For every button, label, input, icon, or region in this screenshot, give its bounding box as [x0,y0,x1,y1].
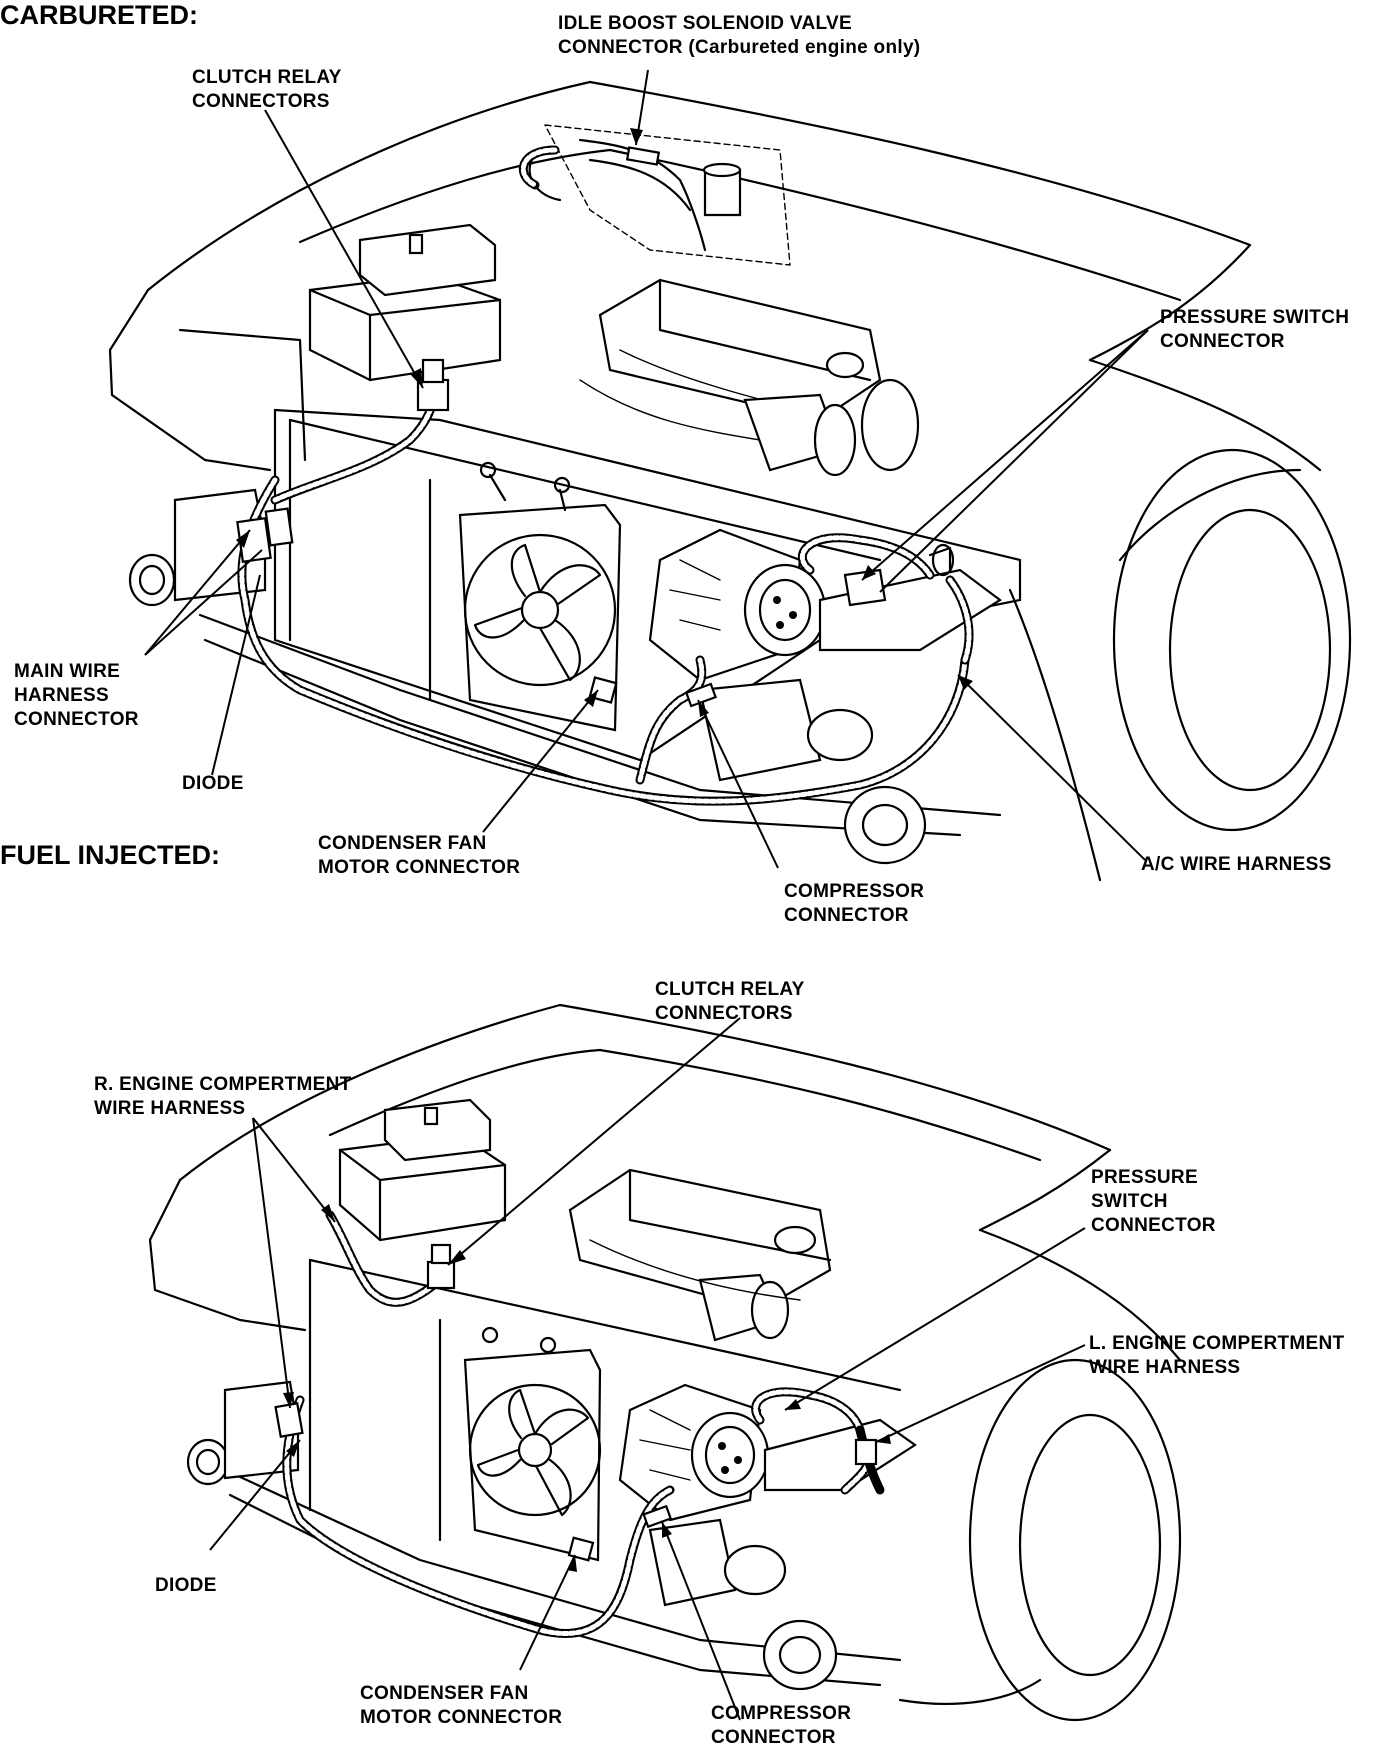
pressure-switch-label-bottom: PRESSURE SWITCH CONNECTOR [1091,1166,1216,1238]
compressor-bottom-line-2: CONNECTOR [711,1727,836,1748]
condenser-fan-bottom-line-2: MOTOR CONNECTOR [360,1707,563,1728]
carbureted-illustration [108,69,1352,882]
pressure-switch-top-line-1: PRESSURE SWITCH [1160,307,1350,328]
clutch-relay-bottom-line-1: CLUTCH RELAY [655,979,805,1000]
l-engine-compartment-harness-label: L. ENGINE COMPERTMENT WIRE HARNESS [1089,1332,1344,1380]
pressure-switch-bottom-line-2: SWITCH [1091,1191,1168,1212]
compressor-bottom-line-1: COMPRESSOR [711,1703,852,1724]
fuel-injected-title: FUEL INJECTED: [0,840,221,870]
diode-label-top: DIODE [182,773,244,794]
main-wire-line-3: CONNECTOR [14,709,139,730]
compressor-top-line-1: COMPRESSOR [784,881,925,902]
clutch-relay-top-line-2: CONNECTORS [192,91,330,112]
pressure-switch-top-line-2: CONNECTOR [1160,331,1285,352]
l-engine-line-2: WIRE HARNESS [1089,1357,1241,1378]
condenser-fan-top-line-2: MOTOR CONNECTOR [318,857,521,878]
clutch-relay-label-top: CLUTCH RELAY CONNECTORS [192,66,342,114]
compressor-connector-label-bottom: COMPRESSOR CONNECTOR [711,1702,851,1750]
idle-boost-line-2: CONNECTOR (Carbureted engine only) [558,37,921,58]
idle-boost-line-1: IDLE BOOST SOLENOID VALVE [558,13,852,34]
r-engine-line-2: WIRE HARNESS [94,1098,246,1119]
r-engine-compartment-harness-label: R. ENGINE COMPERTMENT WIRE HARNESS [94,1073,352,1121]
clutch-relay-label-bottom: CLUTCH RELAY CONNECTORS [655,978,805,1026]
r-engine-line-1: R. ENGINE COMPERTMENT [94,1074,352,1095]
condenser-fan-top-line-1: CONDENSER FAN [318,833,487,854]
carbureted-title: CARBURETED: [0,0,198,30]
l-engine-line-1: L. ENGINE COMPERTMENT [1089,1333,1345,1354]
pressure-switch-bottom-line-1: PRESSURE [1091,1167,1198,1188]
main-wire-harness-label: MAIN WIRE HARNESS CONNECTOR [14,660,139,732]
clutch-relay-top-line-1: CLUTCH RELAY [192,67,342,88]
condenser-fan-bottom-line-1: CONDENSER FAN [360,1683,529,1704]
pressure-switch-bottom-line-3: CONNECTOR [1091,1215,1216,1236]
diode-label-bottom: DIODE [155,1575,217,1596]
idle-boost-solenoid-label: IDLE BOOST SOLENOID VALVE CONNECTOR (Car… [558,12,920,60]
compressor-connector-label-top: COMPRESSOR CONNECTOR [784,880,924,928]
main-wire-line-1: MAIN WIRE [14,661,121,682]
compressor-top-line-2: CONNECTOR [784,905,909,926]
pressure-switch-label-top: PRESSURE SWITCH CONNECTOR [1160,306,1349,354]
ac-wire-harness-label: A/C WIRE HARNESS [1141,854,1332,875]
clutch-relay-bottom-line-2: CONNECTORS [655,1003,793,1024]
condenser-fan-label-top: CONDENSER FAN MOTOR CONNECTOR [318,832,520,880]
fuel-injected-illustration [148,1003,1182,1722]
condenser-fan-label-bottom: CONDENSER FAN MOTOR CONNECTOR [360,1682,562,1730]
main-wire-line-2: HARNESS [14,685,110,706]
